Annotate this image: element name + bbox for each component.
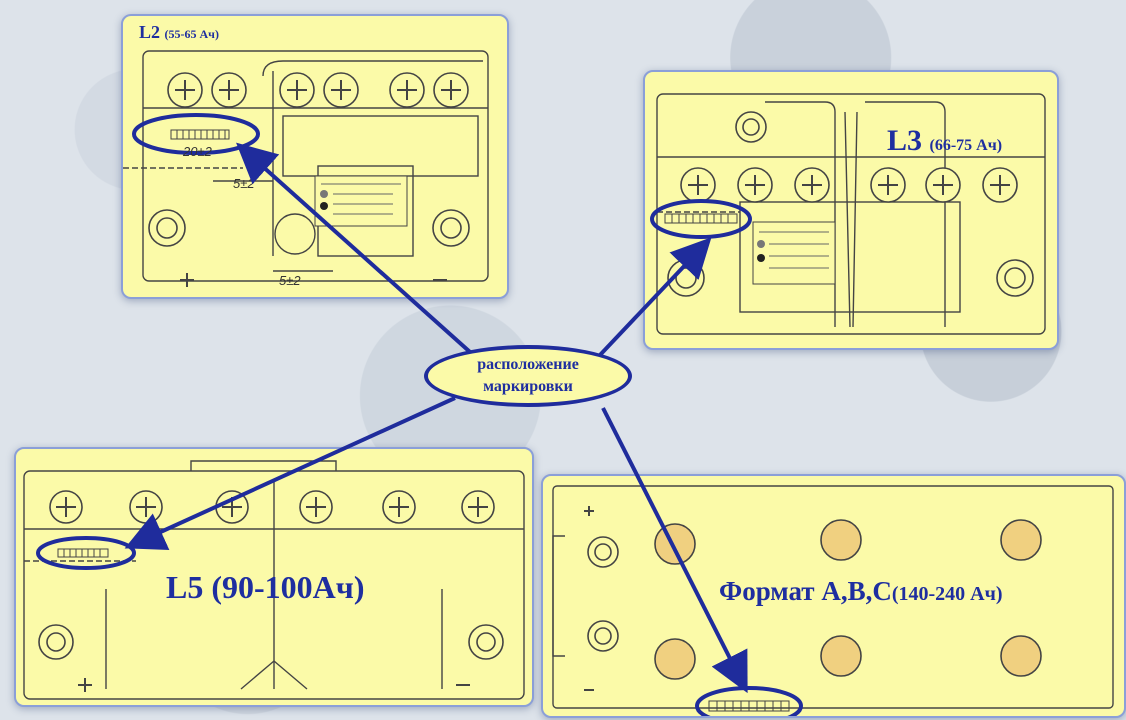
l2-capacity: (55-65 Ач) [164, 27, 219, 41]
callout-line-2: маркировки [483, 378, 573, 395]
panel-l2: L2 (55-65 Ач) 20±2 5±2 5±2 [121, 14, 509, 299]
l2-title: L2 (55-65 Ач) [139, 22, 219, 43]
l2-dim-5b: 5±2 [279, 273, 301, 288]
l2-dim-5a: 5±2 [233, 176, 255, 191]
l2-dim-20: 20±2 [183, 144, 212, 159]
marking-location-callout: расположение маркировки [424, 345, 632, 407]
l5-title: L5 (90-100Ач) [166, 569, 365, 605]
panel-abc: Формат А,В,С(140-240 Ач) [541, 474, 1126, 718]
l3-title: L3 (66-75 Ач) [887, 124, 1002, 158]
abc-title: Формат А,В,С(140-240 Ач) [719, 576, 1003, 607]
panel-l3: L3 (66-75 Ач) [643, 70, 1059, 350]
l3-capacity: (66-75 Ач) [929, 137, 1003, 154]
abc-capacity: (140-240 Ач) [891, 583, 1003, 605]
panel-l5: L5 (90-100Ач) [14, 447, 534, 707]
l2-name: L2 [139, 22, 161, 42]
l3-name: L3 [887, 124, 923, 157]
l3-drawing [650, 93, 1046, 335]
callout-line-1: расположение [477, 356, 579, 373]
l2-drawing [123, 50, 489, 287]
abc-name: Формат А,В,С [719, 576, 892, 606]
